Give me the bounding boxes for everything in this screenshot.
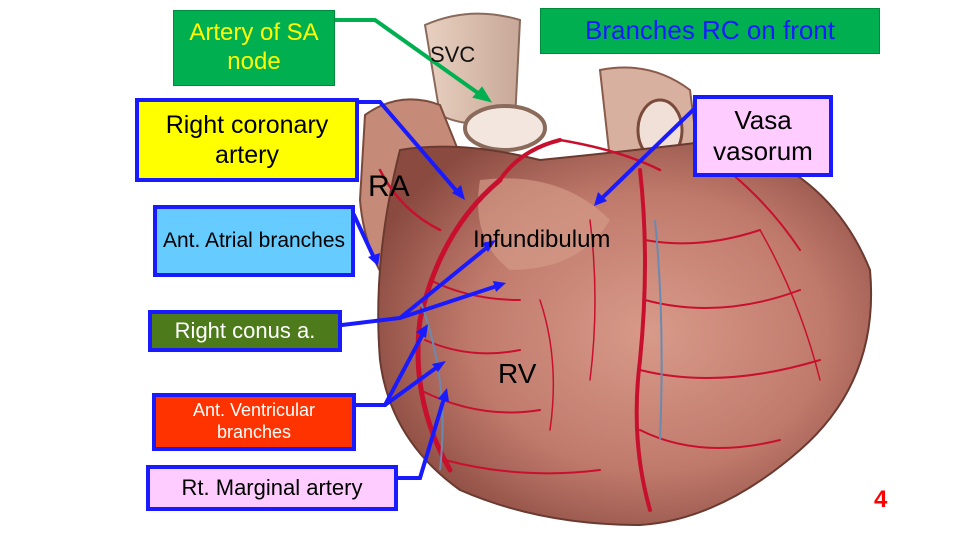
svc-vessel — [423, 12, 522, 125]
label-branches-rc-front: Branches RC on front — [540, 8, 880, 54]
cardiac-veins — [419, 219, 663, 471]
label-rt-marginal-artery: Rt. Marginal artery — [146, 465, 398, 511]
arrow-sa-node — [333, 18, 487, 100]
slide-number-text: 4 — [874, 486, 888, 513]
label-artery-sa-node: Artery of SA node — [173, 10, 335, 86]
label-ant-ventricular-branches: Ant. Ventricular branches — [152, 393, 356, 451]
label-rt-marginal-artery-text: Rt. Marginal artery — [181, 474, 363, 500]
label-ra-text: RA — [368, 170, 410, 203]
arrow-right-conus-2 — [398, 283, 502, 320]
label-right-conus: Right conus a. — [148, 310, 342, 352]
infundibulum-region — [478, 178, 610, 270]
heart-body — [377, 138, 873, 527]
label-infundibulum: Infundibulum — [473, 226, 610, 254]
label-svc-text: SVC — [430, 42, 476, 67]
arrow-rt-marginal — [396, 393, 447, 480]
label-ant-ventricular-branches-text: Ant. Ventricular branches — [192, 400, 316, 442]
label-vasa-vasorum-text: Vasa vasorum — [713, 104, 813, 166]
slide-number: 4 — [874, 486, 887, 514]
label-ra: RA — [368, 170, 410, 204]
pointer-arrows — [333, 18, 695, 480]
label-infundibulum-text: Infundibulum — [473, 226, 611, 253]
label-rv-text: RV — [498, 358, 537, 389]
label-right-conus-text: Right conus a. — [174, 317, 316, 343]
label-svc: SVC — [430, 42, 475, 68]
arrow-right-coronary — [356, 100, 462, 197]
label-branches-rc-front-text: Branches RC on front — [584, 15, 835, 46]
label-ant-atrial-branches: Ant. Atrial branches — [153, 205, 355, 277]
label-right-coronary-artery-text: Right coronary artery — [165, 111, 329, 169]
label-right-coronary-artery: Right coronary artery — [135, 98, 359, 182]
pulmonary-opening — [463, 104, 547, 152]
label-artery-sa-node-text: Artery of SA node — [189, 19, 319, 75]
label-vasa-vasorum: Vasa vasorum — [693, 95, 833, 177]
arrow-vasa-vasorum — [598, 108, 695, 202]
label-ant-atrial-branches-text: Ant. Atrial branches — [162, 229, 346, 253]
coronary-arteries — [378, 138, 821, 512]
arrow-ant-atrial — [352, 213, 377, 262]
label-rv: RV — [498, 358, 536, 390]
arrow-ant-ventricular-2 — [383, 363, 442, 407]
